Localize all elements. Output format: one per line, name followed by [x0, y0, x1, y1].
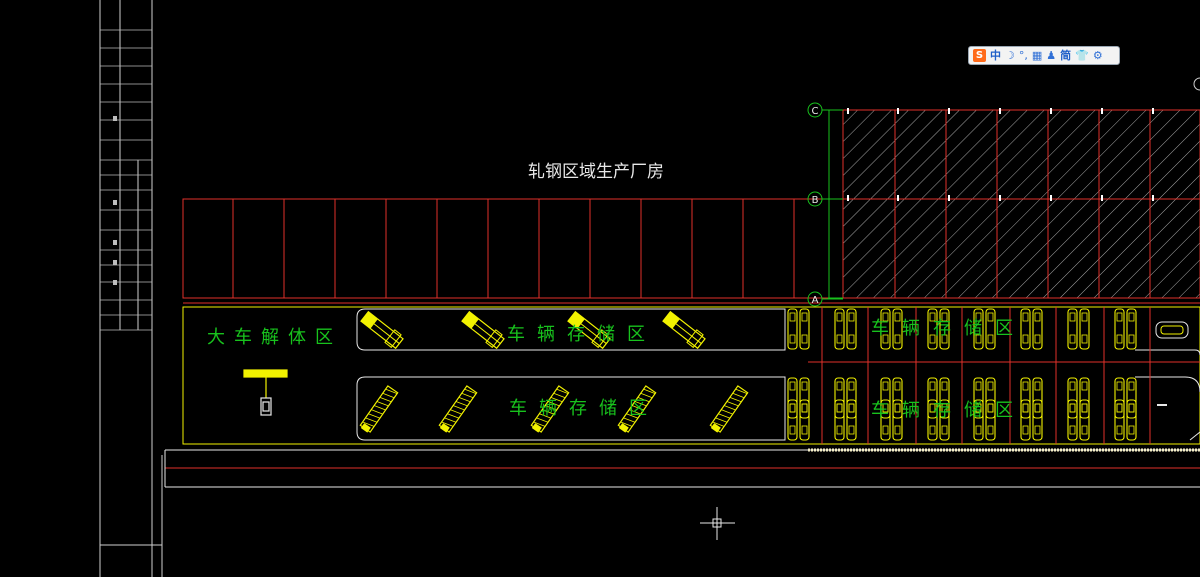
title-block-cells	[100, 29, 152, 331]
zone-label-char: 车	[871, 318, 889, 339]
upper-storage-lane	[356, 308, 786, 351]
vehicle-symbol	[438, 385, 478, 433]
ime-simplified-button[interactable]: 简	[1060, 49, 1072, 62]
zone-label-char: 储	[964, 400, 982, 421]
vehicle-symbol	[617, 385, 657, 433]
zone-label-char: 体	[288, 327, 306, 348]
small-car-symbol	[1155, 321, 1189, 339]
parked-car-pair	[1067, 399, 1090, 441]
zone-label-char: 解	[261, 327, 279, 348]
zone-label-char: 车	[507, 324, 525, 345]
parked-car-pair	[1114, 308, 1137, 350]
zone-label-char: 区	[995, 318, 1013, 339]
vehicle-symbol	[360, 310, 404, 350]
zone-label-right-lower-storage: 车辆存储区	[871, 400, 1013, 421]
zone-label-char: 辆	[537, 324, 555, 345]
axis-label-a: A	[812, 295, 819, 306]
ime-moon-icon[interactable]: ☽	[1005, 49, 1015, 62]
parked-car-pair	[880, 399, 903, 441]
parked-car-pair	[1114, 399, 1137, 441]
zone-label-char: 储	[964, 318, 982, 339]
ime-logo-icon[interactable]: S	[973, 49, 986, 62]
title-block	[99, 0, 163, 577]
zone-label-char: 储	[597, 324, 615, 345]
zone-label-char: 辆	[902, 318, 920, 339]
zone-label-char: 区	[315, 327, 333, 348]
building-column-lines	[232, 199, 795, 298]
parked-car-pair	[1020, 308, 1043, 350]
zone-label-lower-storage: 车辆存储区	[509, 398, 647, 419]
ime-keyboard-icon[interactable]: ▦	[1031, 49, 1043, 62]
parked-car-pair	[927, 399, 950, 441]
ime-user-icon[interactable]: ♟	[1046, 49, 1057, 62]
axis-label-b: B	[812, 195, 819, 206]
hatched-dividers	[847, 108, 1154, 298]
parked-car-pair	[787, 308, 810, 350]
parked-car-pair	[1020, 399, 1043, 441]
building-title: 轧钢区域生产厂房	[528, 162, 664, 182]
zone-label-char: 区	[995, 400, 1013, 421]
dismantle-crane	[243, 369, 288, 416]
vehicle-symbol	[567, 310, 611, 350]
ime-settings-gear-icon[interactable]: ⚙	[1092, 49, 1103, 62]
parked-car-pair	[973, 308, 996, 350]
zone-label-dismantle: 大车解体区	[207, 327, 333, 348]
zone-label-char: 车	[509, 398, 527, 419]
axis-marker-c: C	[807, 102, 823, 118]
zone-label-char: 车	[871, 400, 889, 421]
parked-car-pair	[927, 308, 950, 350]
hatched-workshop	[828, 109, 1200, 299]
vehicle-symbols	[359, 308, 1137, 441]
zone-label-char: 区	[629, 398, 647, 419]
vehicle-symbol	[530, 385, 570, 433]
zone-label-upper-storage: 车辆存储区	[507, 324, 645, 345]
vehicle-symbol	[662, 310, 706, 350]
parked-car-pair	[834, 399, 857, 441]
offscreen-axis-marker	[1193, 77, 1200, 91]
zone-label-char: 辆	[539, 398, 557, 419]
zone-label-char: 存	[933, 318, 951, 339]
axis-label-c: C	[812, 106, 819, 117]
parking-grid	[808, 307, 1200, 444]
storage-yard-outline	[182, 306, 1200, 445]
ime-skin-icon[interactable]: 👕	[1075, 49, 1089, 62]
vehicle-symbol	[359, 385, 399, 433]
parked-car-pair	[880, 308, 903, 350]
zone-label-char: 辆	[902, 400, 920, 421]
lower-storage-lane	[356, 376, 786, 441]
crosshair-cursor-icon	[700, 507, 735, 540]
zone-label-char: 大	[207, 327, 225, 348]
parked-car-pair	[834, 377, 857, 419]
zone-label-char: 储	[599, 398, 617, 419]
ime-chinese-mode-button[interactable]: 中	[990, 49, 1001, 62]
small-mark	[1157, 404, 1167, 406]
vehicle-symbol	[709, 385, 749, 433]
road	[164, 448, 1200, 488]
zone-label-char: 存	[569, 398, 587, 419]
zone-label-char: 存	[933, 400, 951, 421]
ime-punctuation-icon[interactable]: °,	[1018, 49, 1028, 62]
zone-label-right-upper-storage: 车辆存储区	[871, 318, 1013, 339]
parked-car-pair	[1067, 308, 1090, 350]
zone-label-char: 存	[567, 324, 585, 345]
parked-car-pair	[787, 399, 810, 441]
parked-car-pair	[973, 399, 996, 441]
vehicle-symbol	[461, 310, 505, 350]
axis-marker-a: A	[807, 291, 823, 307]
zone-label-char: 区	[627, 324, 645, 345]
parked-car-pair	[834, 308, 857, 350]
ime-toolbar[interactable]: S 中 ☽ °, ▦ ♟ 简 👕 ⚙	[968, 46, 1120, 65]
zone-label-char: 车	[234, 327, 252, 348]
